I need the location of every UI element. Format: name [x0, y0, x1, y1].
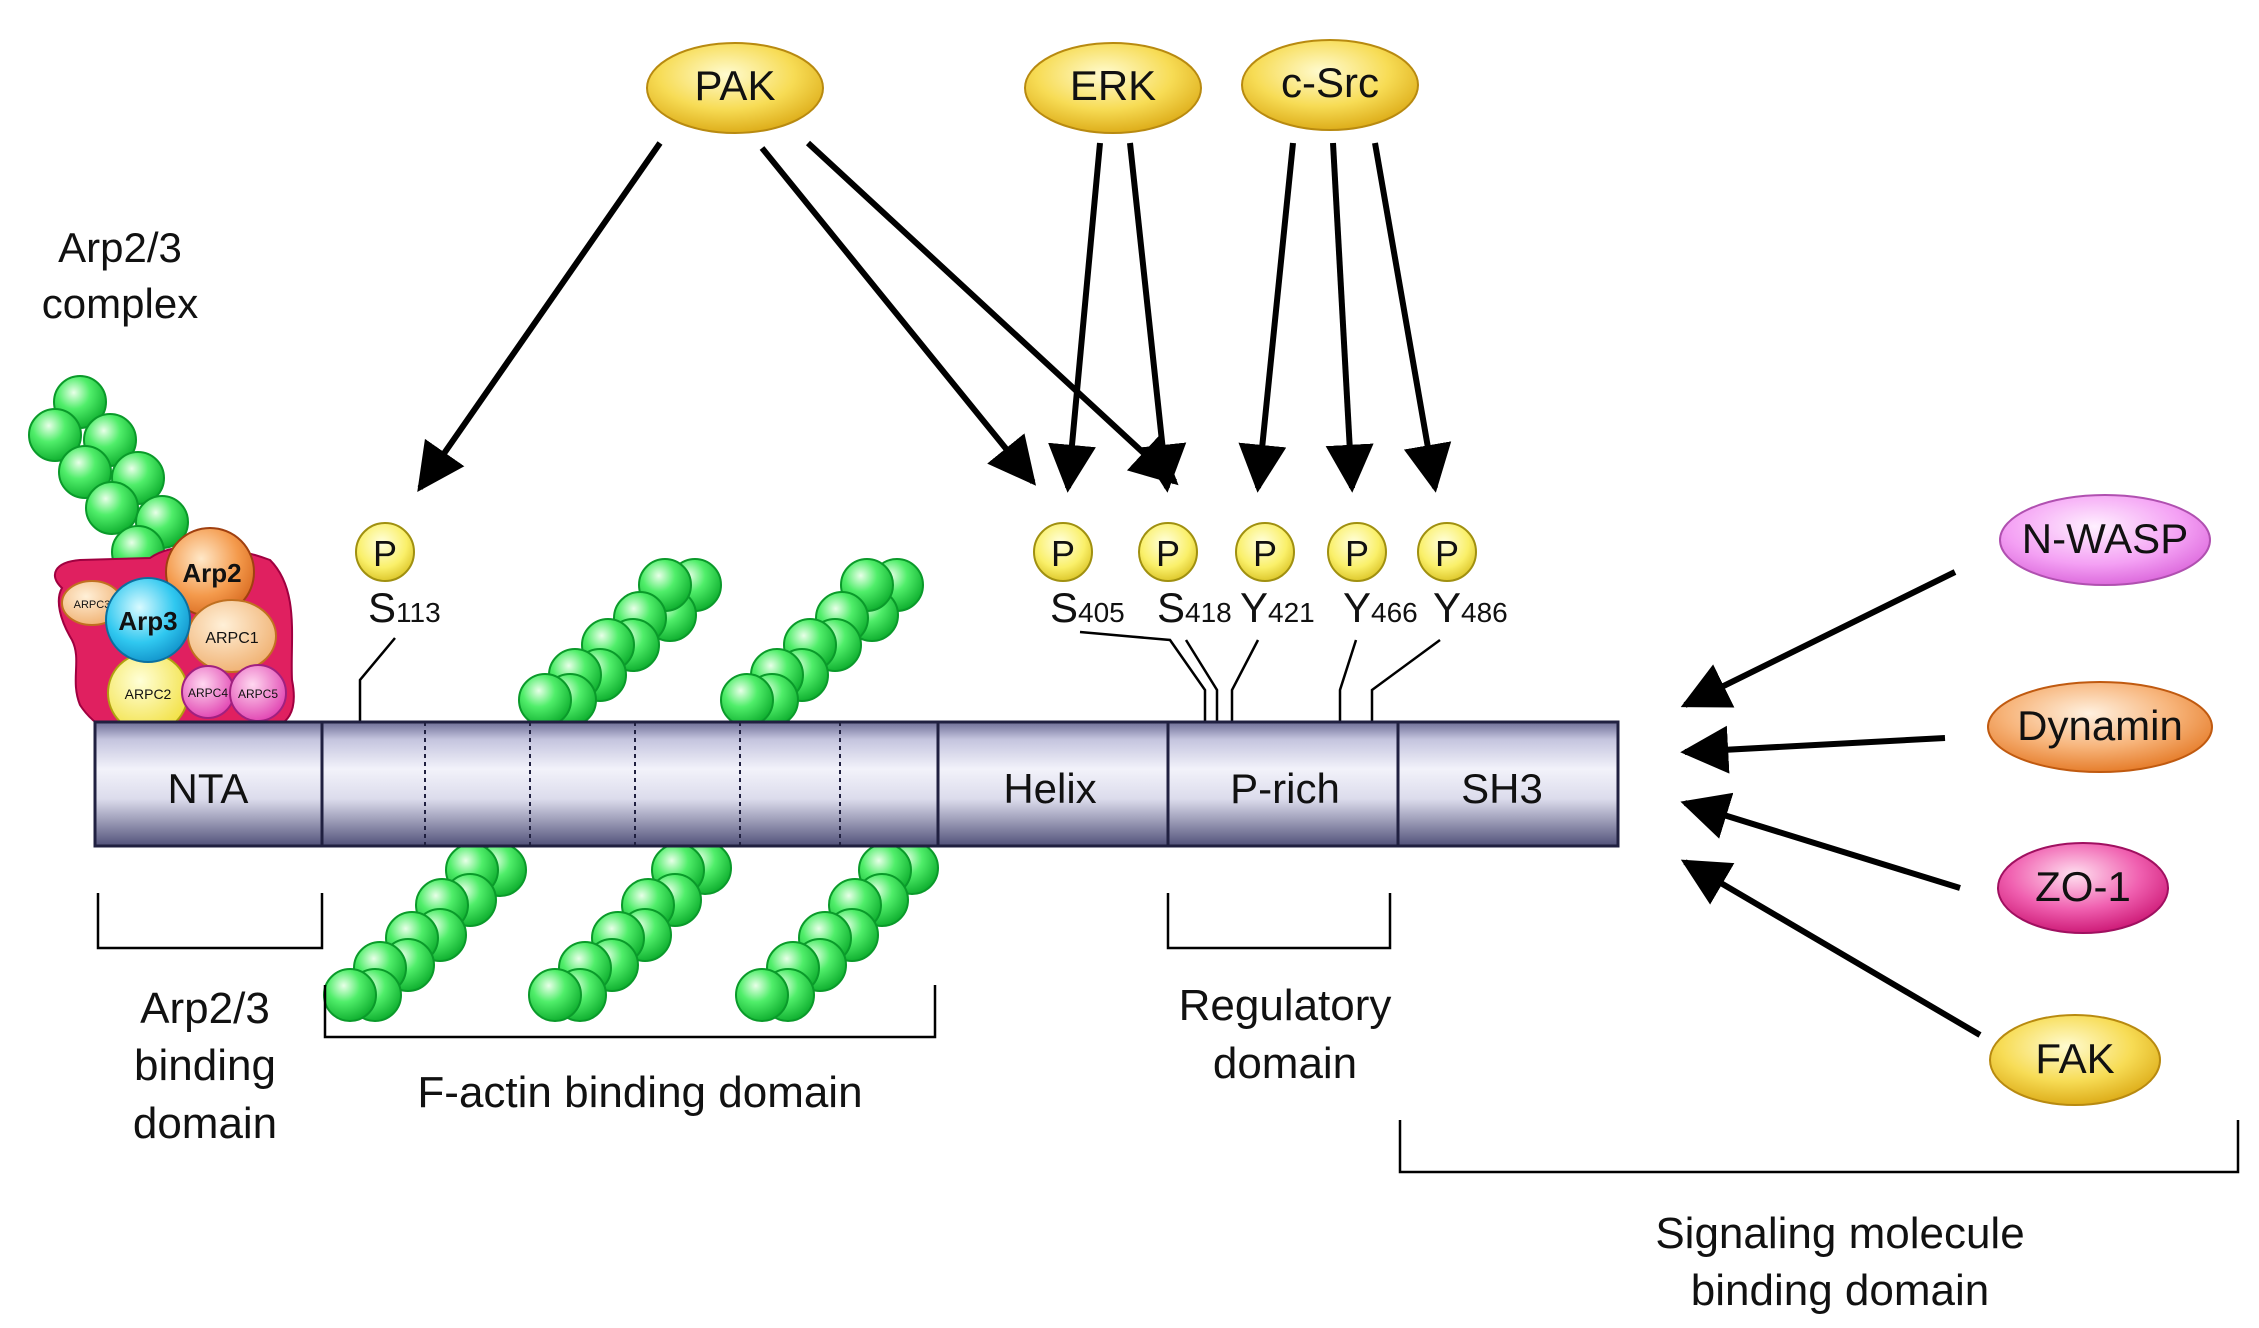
regulatory-label-2: domain: [1213, 1039, 1357, 1088]
bracket-signaling: [1398, 1120, 2240, 1174]
phospho-residue-label: S418: [1157, 584, 1232, 631]
arpc2-label: ARPC2: [125, 686, 172, 702]
phospho-site-y421: P Y421: [1235, 522, 1315, 631]
phospho-residue-label: Y486: [1433, 584, 1508, 631]
phospho-site-y486: P Y486: [1417, 522, 1508, 631]
partner-dynamin: Dynamin: [1987, 681, 2213, 773]
phospho-symbol: P: [1253, 533, 1277, 574]
arp-binding-label-2: binding: [134, 1041, 276, 1090]
arp-binding-label-3: domain: [133, 1099, 277, 1148]
phospho-site-s418: P S418: [1138, 522, 1232, 631]
kinase-erk-label: ERK: [1070, 62, 1156, 109]
arpc5-label: ARPC5: [238, 687, 278, 701]
cortactin-domain-bar: NTA Helix P-rich SH3: [93, 720, 1620, 848]
partner-nwasp: N-WASP: [1999, 494, 2211, 586]
partner-dynamin-label: Dynamin: [2017, 702, 2183, 749]
phospho-site-s405: P S405: [1033, 522, 1125, 631]
partner-fak-label: FAK: [2035, 1035, 2114, 1082]
arrow-fak: [1680, 859, 1982, 1038]
residue-connectors: [358, 630, 1441, 722]
arp-actin-filament: [28, 375, 189, 579]
phospho-symbol: P: [373, 533, 397, 574]
arrow-pak-s418: [805, 140, 1179, 486]
partner-zo1-label: ZO-1: [2035, 863, 2131, 910]
phospho-residue-label: S113: [368, 584, 441, 631]
kinase-erk: ERK: [1024, 42, 1202, 134]
arrow-erk-s405: [1048, 142, 1103, 493]
signaling-label-2: binding domain: [1691, 1266, 1989, 1315]
arrow-pak-s405: [759, 146, 1037, 486]
kinase-csrc-label: c-Src: [1281, 59, 1379, 106]
arrow-pak-s113: [417, 141, 663, 492]
partner-nwasp-label: N-WASP: [2022, 515, 2188, 562]
arp-complex-graphic: Arp2 ARPC1 ARPC2 ARPC3 ARPC4 ARPC5 Arp3: [28, 375, 295, 742]
kinase-pak-label: PAK: [695, 62, 776, 109]
partner-zo1: ZO-1: [1997, 842, 2169, 934]
arrow-csrc-y421: [1238, 142, 1296, 493]
domain-sh3-label: SH3: [1461, 765, 1543, 812]
bracket-arp-binding: [96, 893, 324, 950]
bracket-factin: [323, 985, 937, 1039]
phospho-site-y466: P Y466: [1327, 522, 1418, 631]
kinase-csrc: c-Src: [1241, 39, 1419, 131]
factin-filaments: [323, 558, 939, 1022]
bracket-regulatory: [1166, 893, 1392, 950]
partner-arrows: [1680, 569, 1982, 1038]
phospho-site-s113: P S113: [355, 522, 441, 631]
regulatory-label-1: Regulatory: [1179, 981, 1392, 1030]
phospho-residue-label: S405: [1050, 584, 1125, 631]
partner-fak: FAK: [1989, 1014, 2161, 1106]
arpc1-subunit: [187, 599, 277, 673]
kinase-pak: PAK: [646, 42, 824, 134]
arp-binding-label-1: Arp2/3: [140, 984, 270, 1033]
domain-prich-label: P-rich: [1230, 765, 1340, 812]
phospho-symbol: P: [1156, 533, 1180, 574]
phospho-symbol: P: [1435, 533, 1459, 574]
domain-nta-label: NTA: [168, 765, 249, 812]
arp-complex-title-2: complex: [42, 280, 198, 327]
arpc4-label: ARPC4: [188, 686, 228, 700]
arrow-csrc-y486: [1372, 142, 1452, 493]
arrow-nwasp: [1680, 569, 1957, 708]
arp3-subunit: [105, 577, 191, 663]
arrow-erk-s418: [1127, 142, 1187, 493]
arp-complex-title-1: Arp2/3: [58, 224, 182, 271]
phospho-symbol: P: [1051, 533, 1075, 574]
arrow-dynamin: [1680, 725, 1946, 774]
phospho-symbol: P: [1345, 533, 1369, 574]
domain-brackets: [96, 893, 2240, 1174]
kinase-arrows: [417, 140, 1452, 493]
signaling-label-1: Signaling molecule: [1655, 1209, 2024, 1258]
arrow-csrc-y466: [1325, 142, 1374, 493]
domain-helix-label: Helix: [1003, 765, 1096, 812]
phospho-residue-label: Y421: [1240, 584, 1315, 631]
arpc3-label: ARPC3: [74, 599, 111, 611]
phospho-residue-label: Y466: [1343, 584, 1418, 631]
factin-binding-label: F-actin binding domain: [417, 1068, 862, 1117]
arp3-label: Arp3: [118, 606, 177, 636]
arrow-zo1: [1680, 792, 1961, 891]
arpc1-label: ARPC1: [205, 630, 258, 647]
arp2-label: Arp2: [182, 558, 241, 588]
